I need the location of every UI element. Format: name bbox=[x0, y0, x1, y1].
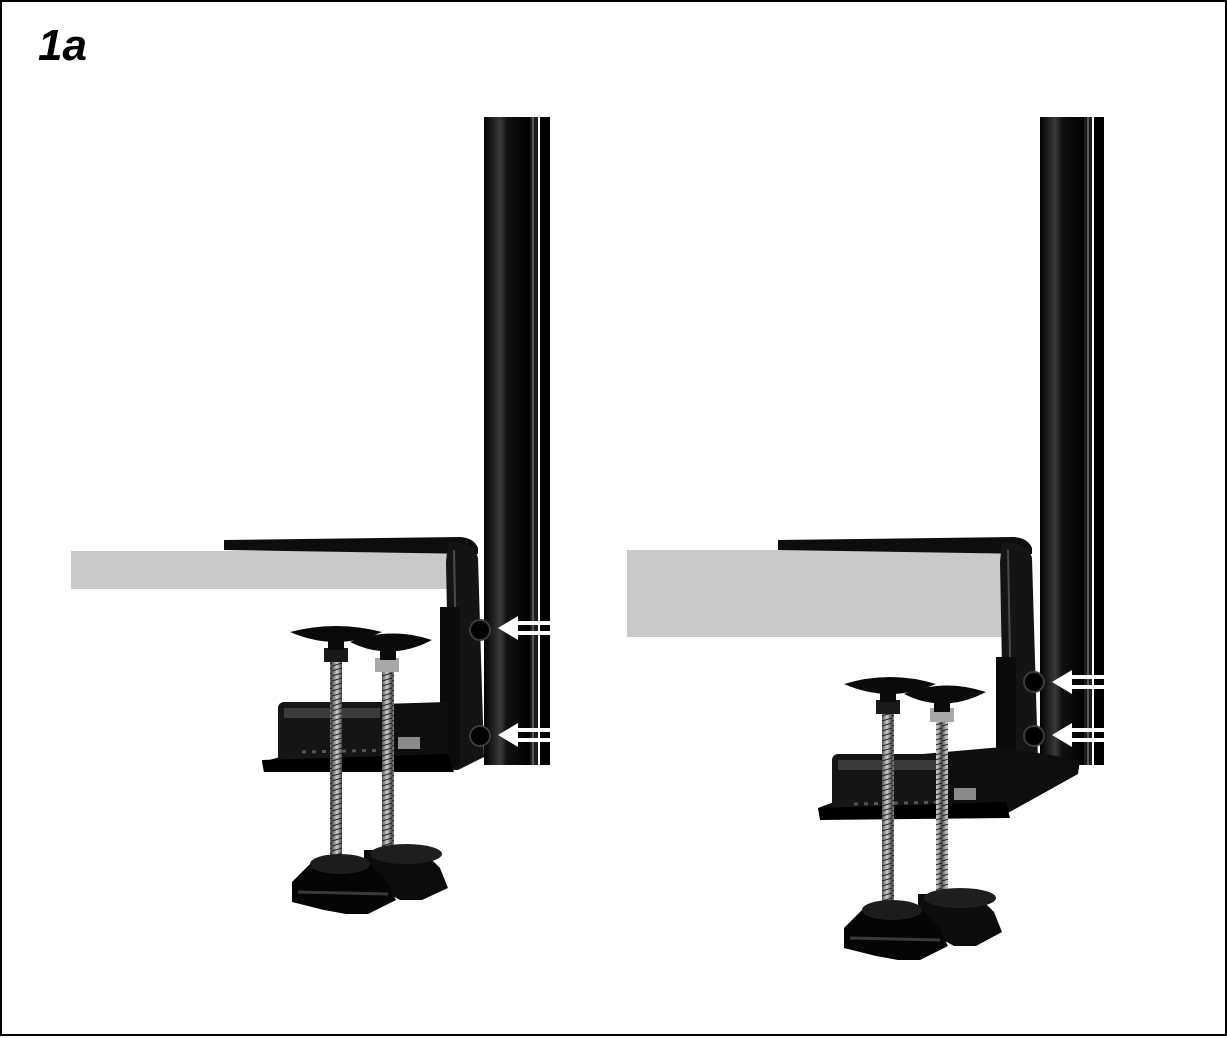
clamp-top-plate bbox=[224, 537, 478, 554]
desk-surface bbox=[627, 550, 1007, 637]
arrow-icon bbox=[498, 723, 554, 747]
thin-desk-setup bbox=[71, 117, 554, 914]
threaded-rod bbox=[882, 704, 894, 914]
mounting-hole-upper bbox=[1023, 671, 1045, 693]
pressure-pad bbox=[290, 626, 382, 642]
thick-desk-setup bbox=[627, 117, 1108, 960]
arrow-icon bbox=[1052, 670, 1108, 694]
mounting-hole-lower bbox=[1023, 725, 1045, 747]
pressure-pad bbox=[844, 677, 936, 694]
pressure-pad bbox=[350, 633, 432, 652]
threaded-rod bbox=[936, 714, 948, 904]
arrow-icon bbox=[498, 616, 554, 640]
threaded-rod bbox=[330, 652, 342, 867]
arrow-icon bbox=[1052, 723, 1108, 747]
mount-pole bbox=[484, 117, 550, 765]
pressure-pad bbox=[904, 685, 986, 704]
step-label: 1a bbox=[38, 21, 87, 70]
clamp-top-plate bbox=[778, 537, 1032, 554]
desk-surface bbox=[71, 551, 466, 589]
threaded-rod bbox=[382, 664, 394, 859]
star-knob-icon bbox=[292, 854, 396, 914]
mount-pole bbox=[1040, 117, 1104, 765]
mounting-hole-lower bbox=[469, 725, 491, 747]
star-knob-icon bbox=[844, 900, 948, 960]
mounting-hole-upper bbox=[469, 619, 491, 641]
